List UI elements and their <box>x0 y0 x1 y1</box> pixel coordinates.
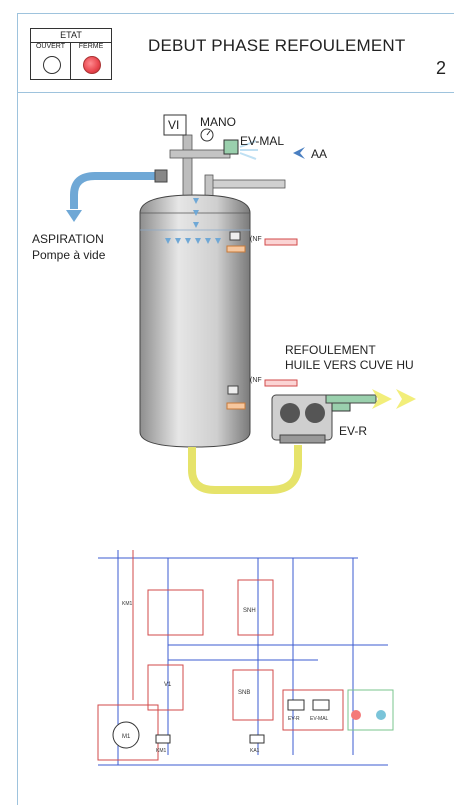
etat-ferme-cell: FERME <box>71 42 111 79</box>
process-diagram <box>66 114 416 494</box>
switch-group-box <box>147 589 204 636</box>
lamp-blue-icon <box>376 710 386 720</box>
evr-label: EV-R <box>288 716 300 722</box>
suction-arrow-icon <box>66 210 82 222</box>
nf-low-tag <box>264 379 298 387</box>
ka1-coil-icon <box>249 734 265 744</box>
ev-mal-valve-icon <box>223 139 239 155</box>
lamp-box <box>347 689 394 731</box>
page-number: 2 <box>436 58 447 78</box>
diaphragm-pump-icon <box>271 394 333 444</box>
ev-r-label: EV-R <box>339 424 368 438</box>
huile-vers-cuve-label: HUILE VERS CUVE HU <box>285 358 414 372</box>
etat-ouvert-cell: OUVERT <box>31 42 71 79</box>
aa-label: AA <box>311 147 328 161</box>
snh-box <box>237 579 274 636</box>
m1-label: M1 <box>122 734 131 740</box>
manifold-pipe <box>169 149 231 159</box>
vi-valve-box <box>163 114 187 136</box>
vent-pipe <box>209 179 286 189</box>
vi-label: VI <box>168 118 180 132</box>
v1-label: V1 <box>164 682 172 688</box>
discharge-hose <box>188 445 302 494</box>
electrical-schematic: V1 SNH SNB M1 EV-R EV-MAL KM1 KA1 KM1 <box>97 550 394 766</box>
hose-coupling <box>154 169 168 183</box>
header-divider <box>17 92 454 93</box>
etat-title: ETAT <box>31 29 111 43</box>
outlet-pipe <box>325 394 377 404</box>
snb-box <box>232 669 274 721</box>
pompe-a-vide-label: Pompe à vide <box>32 248 106 262</box>
ferme-lamp-icon <box>83 56 101 74</box>
etat-ferme-label: FERME <box>78 43 104 50</box>
frame-left-line <box>17 13 18 805</box>
v1-box <box>147 664 184 711</box>
km1-contact-label: KM1 <box>122 601 133 607</box>
km1-coil-label: KM1 <box>156 748 167 754</box>
nf-high-label: (NF <box>250 236 262 243</box>
snb-label: SNB <box>238 690 250 696</box>
tank-flow-arrows <box>165 198 221 244</box>
aspiration-label: ASPIRATION <box>32 232 104 246</box>
tank-inlet-pipe <box>182 134 193 206</box>
page-title: DEBUT PHASE REFOULEMENT <box>148 36 406 55</box>
ouvert-lamp-icon <box>43 56 61 74</box>
sensor-high-tag <box>226 245 246 253</box>
snh-label: SNH <box>243 608 256 614</box>
nf-high-tag <box>264 238 298 246</box>
refoulement-label: REFOULEMENT <box>285 343 376 357</box>
sensor-low-tag <box>226 402 246 410</box>
evmal-coil-icon <box>312 699 330 711</box>
outlet-arrow-2-icon <box>396 389 416 409</box>
ka1-coil-label: KA1 <box>250 748 260 754</box>
level-sensor-high-icon <box>229 231 241 241</box>
lamp-red-icon <box>351 710 361 720</box>
mano-label: MANO <box>200 115 236 129</box>
outlet-arrow-1-icon <box>372 389 392 409</box>
km1-coil-icon <box>155 734 171 744</box>
etat-status-box: ETAT OUVERT FERME <box>30 28 112 80</box>
frame-top-line <box>17 13 454 14</box>
etat-ouvert-label: OUVERT <box>35 43 66 50</box>
evmal-label: EV-MAL <box>310 716 329 722</box>
level-sensor-low-icon <box>227 385 239 395</box>
aa-chevron-icon <box>293 147 305 159</box>
evr-coil-icon <box>287 699 305 711</box>
motor-box <box>97 704 159 761</box>
vacuum-tank <box>139 194 251 448</box>
suction-hose <box>70 172 160 209</box>
manometer-needle <box>206 130 211 136</box>
ev-mal-label: EV-MAL <box>240 134 285 148</box>
air-spray-icon <box>239 140 258 160</box>
ev-coils-box <box>282 689 344 731</box>
nf-low-label: (NF <box>250 377 262 384</box>
motor-icon <box>112 721 140 749</box>
